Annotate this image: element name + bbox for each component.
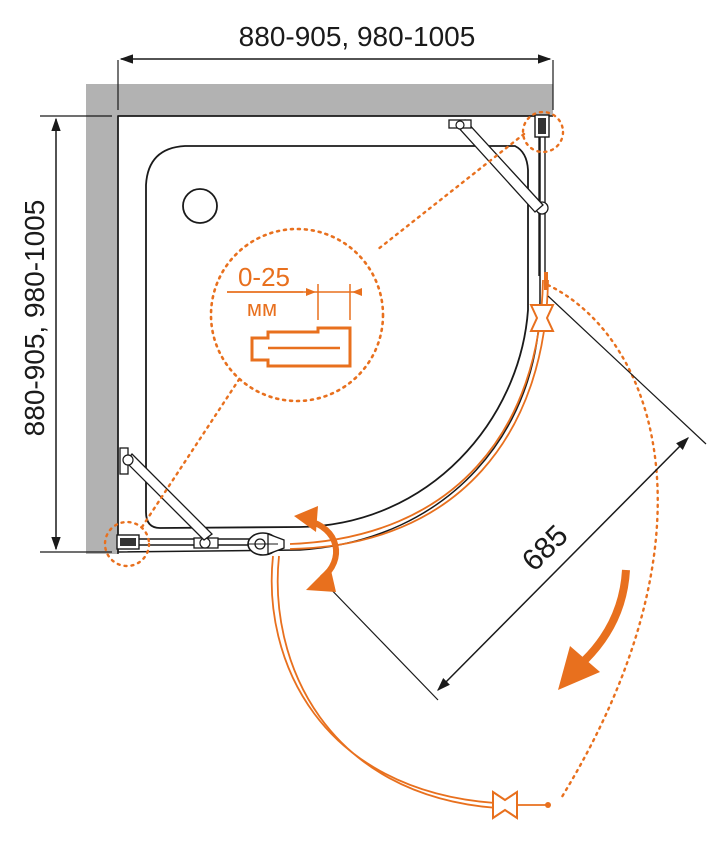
fixed-panel-right: [534, 114, 550, 276]
open-direction-arrow-icon: [558, 569, 630, 690]
depth-label: 880-905, 980-1005: [19, 200, 50, 437]
detail-marker-bottom: [103, 520, 151, 568]
adjust-value-label: 0-25: [238, 262, 290, 292]
door-width-label: 685: [516, 519, 575, 578]
detail-marker-top: [521, 110, 565, 154]
side-wall: [86, 84, 118, 554]
stabilizer-bar-top: [448, 119, 544, 213]
width-label: 880-905, 980-1005: [239, 21, 476, 52]
stabilizer-bar-left: [119, 447, 213, 541]
door-handle-icon: [529, 304, 555, 332]
fixed-panel-bottom: [116, 534, 250, 550]
tray-basin: [145, 145, 529, 529]
detail-bubble: 0-25 мм: [209, 227, 385, 403]
drain-icon: [182, 188, 218, 224]
depth-dimension: 880-905, 980-1005: [19, 115, 112, 553]
adjust-unit-label: мм: [247, 296, 277, 321]
rotate-arrow-icon: [294, 506, 340, 592]
door-width-dimension: 685: [321, 295, 707, 701]
back-wall: [86, 84, 553, 116]
open-door-handle-icon: [492, 790, 518, 820]
curved-door-open: [270, 555, 551, 820]
walls: [86, 84, 553, 554]
width-dimension: 880-905, 980-1005: [117, 21, 554, 110]
door-hinge: [247, 532, 285, 556]
